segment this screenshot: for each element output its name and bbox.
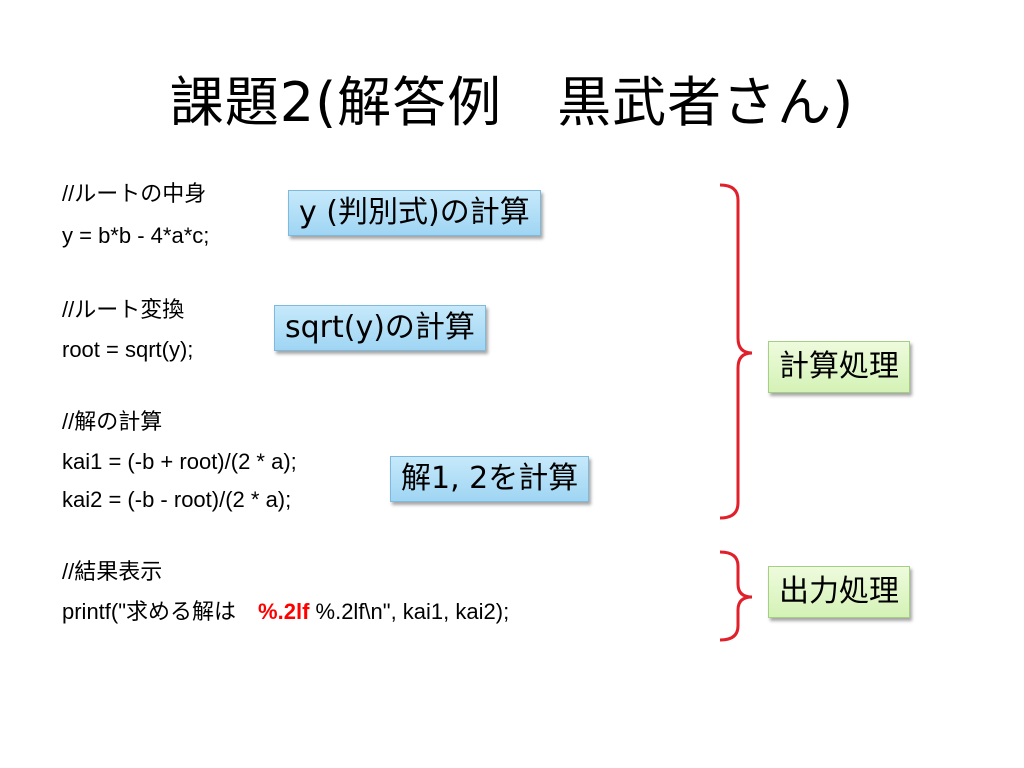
calc-bracket	[719, 183, 753, 520]
code-comment-transform: //ルート変換	[62, 297, 185, 322]
annotation-solutions: 解1, 2を計算	[390, 456, 590, 502]
code-line-printf: printf("求める解は %.2lf %.2lf\n", kai1, kai2…	[62, 598, 509, 626]
output-bracket	[719, 550, 753, 642]
annotation-discriminant: y (判別式)の計算	[288, 190, 541, 236]
slide-title: 課題2(解答例 黒武者さん)	[169, 71, 855, 134]
printf-format-highlight: %.2lf	[258, 599, 310, 624]
group-label-output: 出力処理	[768, 566, 910, 618]
annotation-sqrt: sqrt(y)の計算	[274, 305, 486, 351]
printf-prefix: printf("求める解は	[62, 599, 259, 624]
code-comment-solution: //解の計算	[62, 409, 163, 434]
code-line-kai2: kai2 = (-b - root)/(2 * a);	[62, 487, 292, 512]
code-comment-display: //結果表示	[62, 559, 163, 584]
printf-suffix: %.2lf\n", kai1, kai2);	[309, 599, 510, 624]
code-line-root: root = sqrt(y);	[62, 337, 194, 362]
group-label-calc: 計算処理	[768, 341, 910, 393]
code-line-y: y = b*b - 4*a*c;	[62, 223, 210, 248]
code-line-kai1: kai1 = (-b + root)/(2 * a);	[62, 449, 297, 474]
code-comment-root: //ルートの中身	[62, 181, 207, 206]
